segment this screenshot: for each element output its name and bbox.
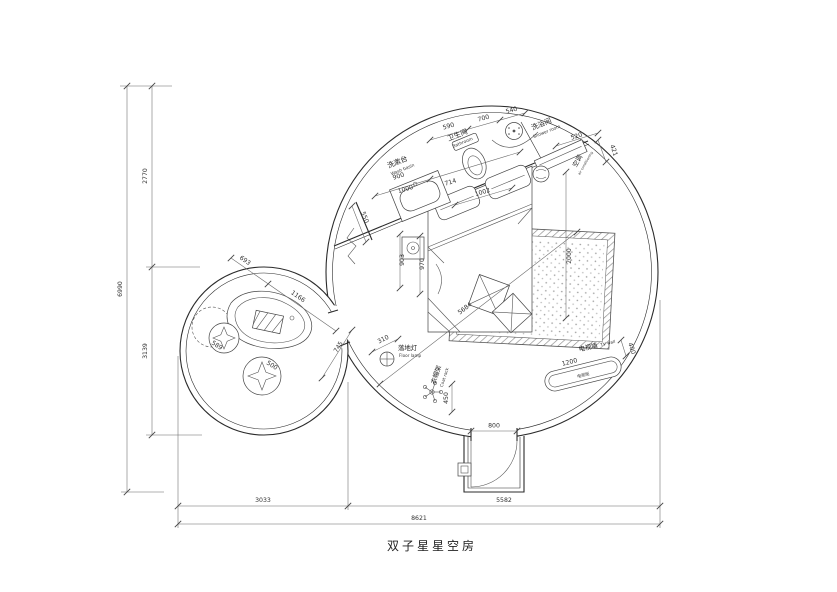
svg-text:落地灯: 落地灯 <box>398 343 418 352</box>
svg-text:Coat rack: Coat rack <box>439 367 450 388</box>
shower-partition <box>520 121 544 163</box>
blanket-edge <box>427 203 533 248</box>
dim-left-upper: 2770 <box>142 168 149 184</box>
dimensions-left: 6990 2770 3139 <box>117 82 202 496</box>
dim-540: 540 <box>505 106 518 116</box>
dim-714: 714 <box>444 177 457 187</box>
shower-screen <box>491 131 539 148</box>
dim-2000: 2000 <box>566 248 573 264</box>
dim-520: 520 <box>570 131 583 141</box>
passage-jamb-bottom <box>339 341 351 347</box>
bathtub-drain <box>289 315 295 321</box>
toilet <box>451 132 487 180</box>
ac-fan <box>532 165 550 183</box>
coat-rack <box>423 381 443 403</box>
bathtub-ledge <box>252 309 284 335</box>
bathtub-inner <box>234 297 306 344</box>
dim-693: 693 <box>238 255 252 268</box>
vanity-side-wall <box>355 201 373 241</box>
break-line <box>346 227 357 265</box>
dim-800: 800 <box>488 423 500 430</box>
passage-jamb-top <box>327 309 339 314</box>
towel-star-large <box>247 361 277 391</box>
entry-door <box>457 440 518 488</box>
svg-text:TV wall: TV wall <box>599 339 616 348</box>
passage-opening <box>321 305 357 349</box>
vestibule-outer-wall <box>463 436 525 493</box>
tv-cabinet-label: 电视柜 <box>576 370 590 380</box>
dim-970: 970 <box>419 258 426 270</box>
foot-cushion-2 <box>491 292 533 334</box>
table-lamp <box>406 241 420 255</box>
dim-1200: 1200 <box>561 357 578 368</box>
door-swing-arc <box>470 440 518 488</box>
stool-small <box>208 322 240 354</box>
towel-star-small <box>212 326 236 350</box>
dimensions-bottom: 3033 5582 8621 <box>174 300 664 528</box>
dim-700: 700 <box>477 114 490 124</box>
pillow-right <box>484 164 532 200</box>
dim-left-lower: 3139 <box>142 343 149 359</box>
dim-1002: 1002 <box>474 187 491 198</box>
air-conditioner <box>532 139 588 183</box>
toilet-tank <box>451 132 479 151</box>
dim-1000: 1000 <box>397 184 414 195</box>
dim-bottom-right: 5582 <box>496 497 512 504</box>
dim-590: 590 <box>442 122 455 132</box>
shower <box>491 122 539 148</box>
dim-450: 450 <box>443 392 450 404</box>
small-room-contents <box>191 290 313 396</box>
drawing-title: 双子星星空房 <box>387 538 477 553</box>
dim-421: 421 <box>608 144 619 158</box>
small-room-outer-wall <box>179 266 349 436</box>
dim-903: 903 <box>399 254 406 266</box>
wash-basin <box>389 170 451 222</box>
entry-post <box>457 462 472 477</box>
svg-text:Floor lamp: Floor lamp <box>399 353 422 358</box>
dim-550: 550 <box>359 211 370 225</box>
dim-bottom-left: 3033 <box>255 497 271 504</box>
dim-bottom-total: 8621 <box>411 515 427 522</box>
blanket-fold <box>435 263 442 295</box>
tv-cabinet: 电视柜 <box>544 356 622 392</box>
dim-400: 400 <box>626 342 636 355</box>
dim-left-total: 6990 <box>117 281 124 297</box>
stool-large <box>242 356 282 396</box>
dim-900: 900 <box>392 171 405 181</box>
vestibule-inner-wall <box>467 437 521 489</box>
floor-lamp <box>379 351 395 367</box>
small-room-inner-wall <box>185 272 343 430</box>
toilet-bowl <box>462 147 487 180</box>
label-floor-lamp: 落地灯 Floor lamp <box>398 343 422 358</box>
nightstand <box>401 236 425 260</box>
dim-310: 310 <box>376 334 390 345</box>
